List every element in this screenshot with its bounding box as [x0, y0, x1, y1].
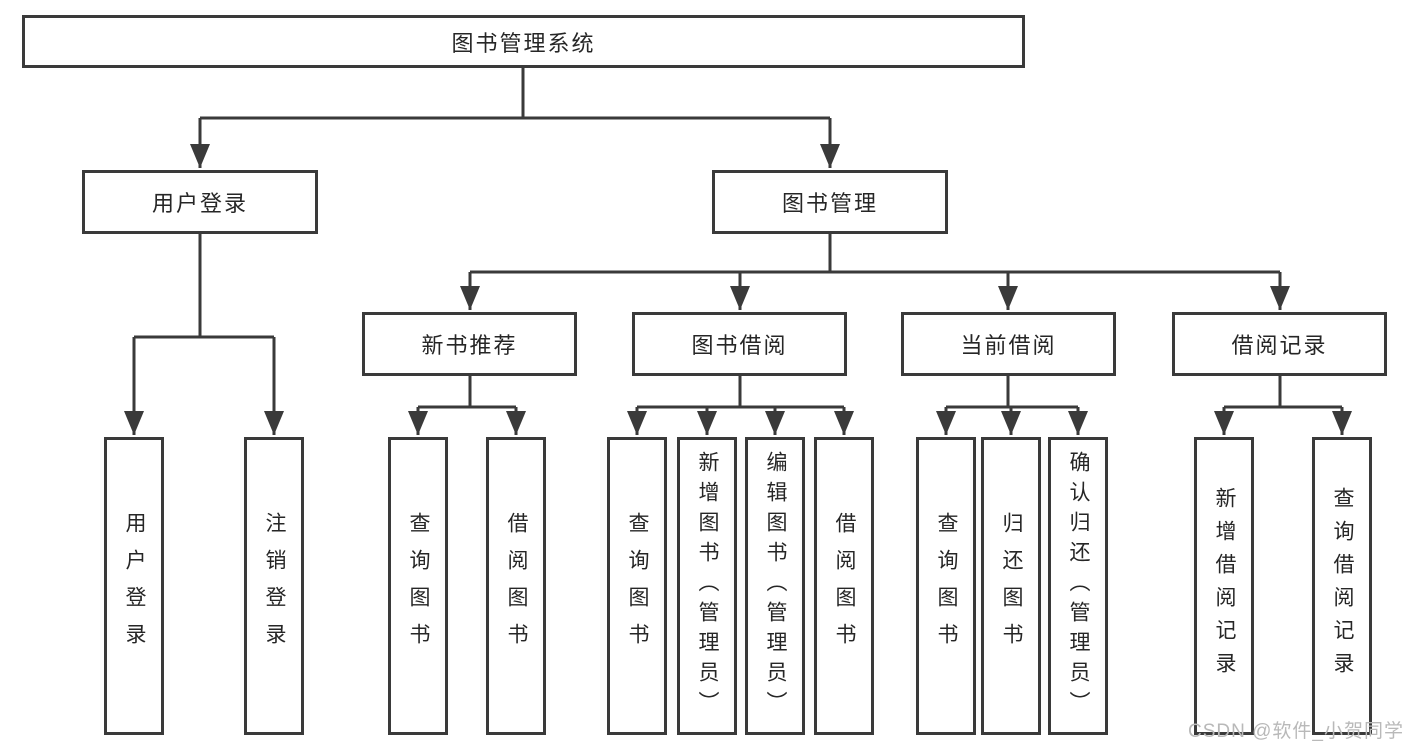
node-bb-edit-books-label: 编辑图书（管理员）	[764, 451, 787, 721]
node-leaf-user-login-label: 用户登录	[123, 512, 146, 660]
node-bb-query-books-label: 查询图书	[626, 512, 649, 660]
node-bb-edit-books: 编辑图书（管理员）	[745, 437, 805, 735]
connector-current-borrowing-children	[936, 376, 1088, 435]
node-bb-borrow-books: 借阅图书	[814, 437, 874, 735]
connector-new-book-children	[408, 376, 526, 435]
node-new-book-recommendation: 新书推荐	[362, 312, 577, 376]
node-cb-confirm-return: 确认归还（管理员）	[1048, 437, 1108, 735]
node-user-login: 用户登录	[82, 170, 318, 234]
node-current-borrowing: 当前借阅	[901, 312, 1116, 376]
node-borrowing-records: 借阅记录	[1172, 312, 1387, 376]
node-br-query-record: 查询借阅记录	[1312, 437, 1372, 735]
node-book-management: 图书管理	[712, 170, 948, 234]
node-cb-query-books-label: 查询图书	[935, 512, 958, 660]
csdn-watermark: CSDN @软件_小贺同学	[1188, 721, 1404, 742]
node-book-management-label: 图书管理	[781, 191, 878, 216]
node-user-login-label: 用户登录	[151, 191, 248, 216]
node-book-borrowing: 图书借阅	[632, 312, 847, 376]
node-leaf-logout-label: 注销登录	[263, 512, 286, 660]
connector-root-to-level2	[190, 68, 840, 168]
node-nb-borrow-books-label: 借阅图书	[505, 512, 528, 660]
node-cb-confirm-return-label: 确认归还（管理员）	[1067, 451, 1090, 721]
node-root-label: 图书管理系统	[451, 30, 596, 56]
connector-book-management-children	[460, 234, 1290, 310]
node-root: 图书管理系统	[22, 15, 1025, 68]
node-cb-return-books-label: 归还图书	[1000, 512, 1023, 660]
node-nb-query-books-label: 查询图书	[407, 512, 430, 660]
connector-user-login-children	[124, 234, 284, 435]
node-bb-borrow-books-label: 借阅图书	[833, 512, 856, 660]
node-new-book-recommendation-label: 新书推荐	[421, 333, 518, 358]
node-br-add-record: 新增借阅记录	[1194, 437, 1254, 735]
connector-borrowing-records-children	[1214, 376, 1352, 435]
connector-book-borrowing-children	[627, 376, 854, 435]
node-book-borrowing-label: 图书借阅	[691, 333, 788, 358]
node-cb-return-books: 归还图书	[981, 437, 1041, 735]
node-current-borrowing-label: 当前借阅	[960, 333, 1057, 358]
node-nb-borrow-books: 借阅图书	[486, 437, 546, 735]
node-leaf-user-login: 用户登录	[104, 437, 164, 735]
node-bb-add-books: 新增图书（管理员）	[677, 437, 737, 735]
node-bb-query-books: 查询图书	[607, 437, 667, 735]
node-borrowing-records-label: 借阅记录	[1231, 333, 1328, 358]
node-cb-query-books: 查询图书	[916, 437, 976, 735]
node-leaf-logout: 注销登录	[244, 437, 304, 735]
node-nb-query-books: 查询图书	[388, 437, 448, 735]
node-br-add-record-label: 新增借阅记录	[1213, 487, 1236, 685]
node-bb-add-books-label: 新增图书（管理员）	[696, 451, 719, 721]
node-br-query-record-label: 查询借阅记录	[1331, 487, 1354, 685]
